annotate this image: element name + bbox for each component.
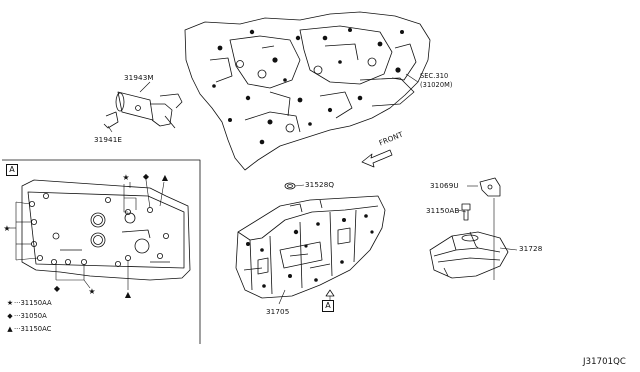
part-31069U-bracket [479,177,501,197]
diamond-symbol-bottom: ◆ [54,284,61,293]
part-31705-control-valve [235,195,386,299]
view-a-callout-symbols: ★ ◆ ▲ ★ ◆ ★ ▲ [3,172,169,299]
label-31728: 31728 [519,244,543,253]
legend-row-31050A: ◆···31050A [6,312,47,320]
diamond-symbol-top: ◆ [143,172,150,181]
case-bolt-rings [236,57,377,133]
part-31150AB-bolt [461,203,471,221]
view-a-frame [2,159,201,344]
label-31705: 31705 [266,307,290,316]
legend-text: ···31050A [14,312,47,320]
legend-row-31150AC: ▲···31150AC [6,326,51,333]
transmission-case [184,11,431,171]
label-31069U: 31069U [430,181,459,190]
diagram-code: J31701QC [583,357,626,367]
legend-text: ···31150AA [14,299,52,307]
star-icon: ★ [6,299,14,307]
label-31150AB: 31150AB [426,206,460,215]
triangle-icon: ▲ [7,325,13,333]
star-symbol-bottom: ★ [88,287,95,296]
part-31528Q-oring [284,182,296,190]
front-arrow [361,149,393,168]
view-a-arrow [325,289,335,297]
diamond-icon: ◆ [7,312,13,320]
view-a-bolt-holes [28,192,163,265]
label-sec-ref-2: (31020M) [420,81,453,89]
part-31941E-clip [103,111,119,129]
view-a-inset-marker: A [6,164,18,176]
star-symbol-left: ★ [3,224,10,233]
label-31528Q: 31528Q [305,180,335,189]
label-31941E: 31941E [94,135,123,144]
star-symbol-top-1: ★ [122,173,129,182]
view-a-arrow-marker: A [322,300,334,312]
valve-details [246,214,374,288]
label-31943M: 31943M [124,73,154,82]
part-31943M-sensor [115,91,183,129]
triangle-symbol-bottom: ▲ [125,290,132,299]
triangle-symbol-top: ▲ [162,173,169,182]
legend-row-31150AA: ★···31150AA [6,300,52,307]
view-a-callout-lines [8,179,165,290]
part-31728-strainer [429,231,509,279]
case-bolt-heads [212,28,404,145]
label-sec-ref-1: SEC.310 [420,72,449,80]
view-a-valve-body-plate [21,179,191,281]
legend-text: ···31150AC [14,325,52,333]
